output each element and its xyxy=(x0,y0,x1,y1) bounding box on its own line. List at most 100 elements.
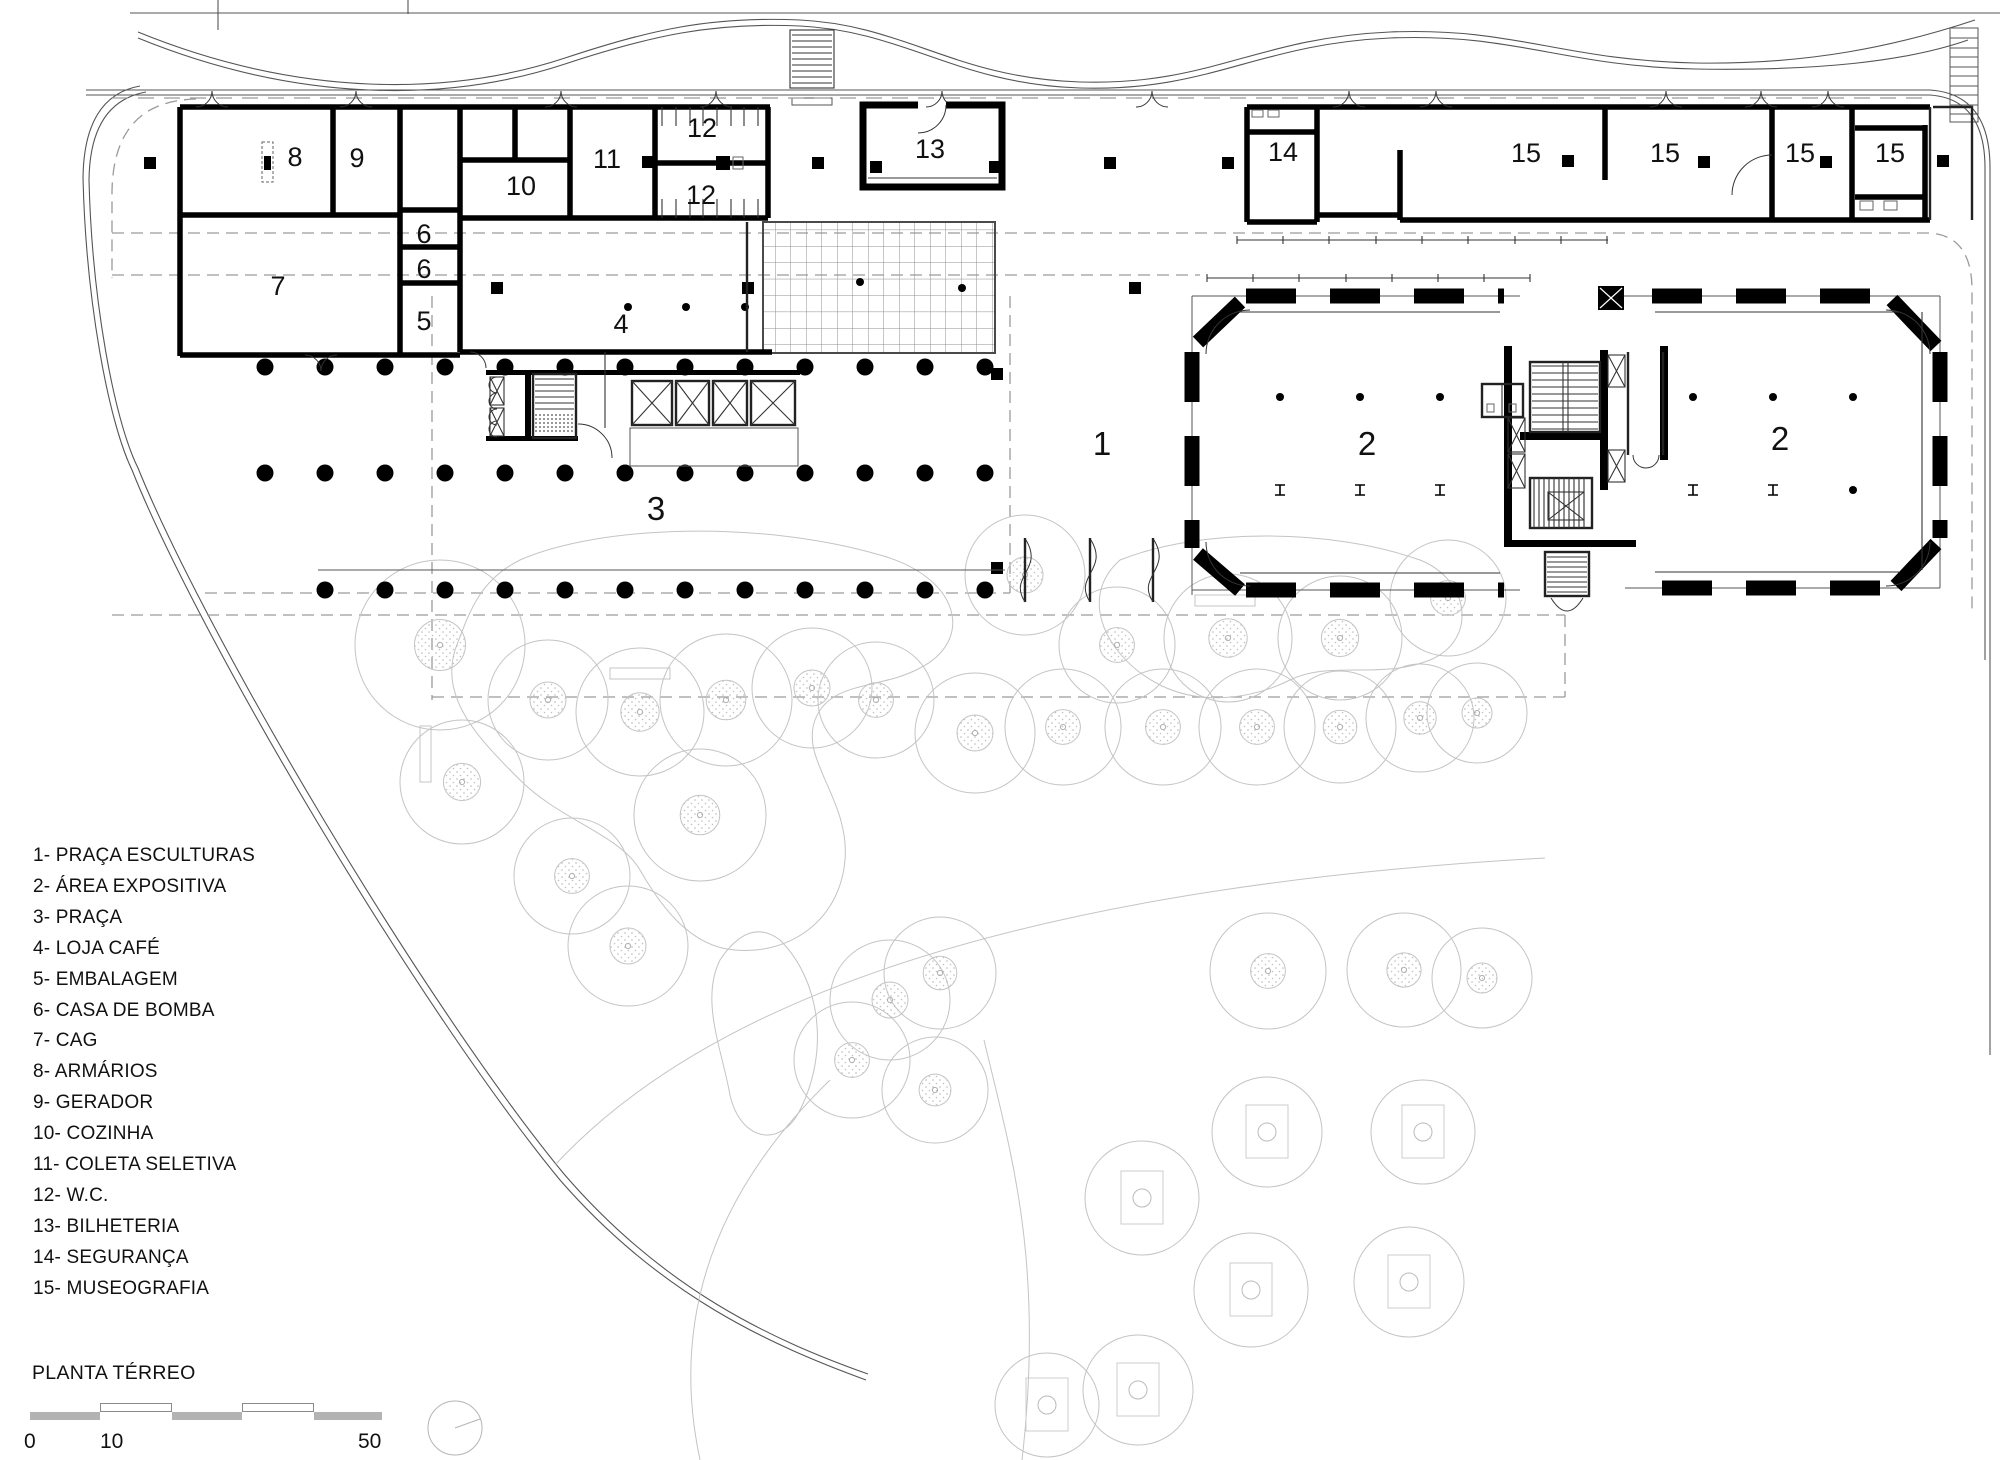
bench xyxy=(1194,594,1256,607)
column-dot xyxy=(316,358,334,376)
central-core xyxy=(1480,346,1668,612)
tree xyxy=(513,817,631,935)
column-dot xyxy=(496,464,514,482)
room-label: 9 xyxy=(349,143,364,173)
scale-segment xyxy=(314,1412,382,1420)
planting-bed-center xyxy=(711,931,818,1136)
legend-item: 9- GERADOR xyxy=(33,1092,154,1114)
planter-tree xyxy=(1193,1232,1309,1348)
tree xyxy=(1431,927,1533,1029)
column-square xyxy=(1222,157,1234,169)
planting-bed-right xyxy=(1098,535,1463,699)
legend-item: 1- PRAÇA ESCULTURAS xyxy=(33,845,256,866)
bench xyxy=(609,667,671,680)
scale-label: 10 xyxy=(100,1430,124,1453)
tree xyxy=(1004,668,1122,786)
room-label: 13 xyxy=(915,134,945,164)
legend-item: 15- MUSEOGRAFIA xyxy=(33,1277,210,1299)
column-dot-small xyxy=(1689,393,1697,401)
legend-item: 14- SEGURANÇA xyxy=(33,1246,189,1268)
room-label: 12 xyxy=(687,113,717,143)
curtain-wall-tracks xyxy=(1206,236,1608,282)
tree xyxy=(883,916,997,1030)
elevator-shafts-bank xyxy=(630,379,797,427)
path-curve-1 xyxy=(554,857,1546,1166)
furniture-fill xyxy=(264,156,271,170)
column-square xyxy=(991,368,1003,380)
site-boundary-right xyxy=(1929,89,1991,1055)
ibeam-column xyxy=(1435,484,1445,496)
column-dot xyxy=(376,464,394,482)
tree-layer xyxy=(354,514,1533,1458)
room-label: 1 xyxy=(1093,425,1111,462)
column-dot-small xyxy=(1849,393,1857,401)
wc-fixture xyxy=(716,156,730,170)
legend-item: 3- PRAÇA xyxy=(33,906,123,928)
column-dot xyxy=(376,358,394,376)
column-dot xyxy=(796,581,814,599)
entrance-door-arcs xyxy=(195,90,1845,372)
tree xyxy=(914,672,1036,794)
tree xyxy=(567,885,689,1007)
room-label: 7 xyxy=(270,271,285,301)
scale-segment xyxy=(172,1412,242,1420)
scale-label: 0 xyxy=(24,1430,36,1453)
room-label: 10 xyxy=(506,171,536,201)
column-dot-small xyxy=(856,278,864,286)
column-square xyxy=(870,161,882,173)
legend-item: 10- COZINHA xyxy=(33,1123,154,1145)
tree xyxy=(1058,586,1176,704)
column-square xyxy=(144,157,156,169)
tree xyxy=(659,633,793,767)
column-square xyxy=(642,156,654,168)
sidewalk-lines xyxy=(86,89,1930,96)
column-dot-small xyxy=(624,303,632,311)
column-dot xyxy=(676,581,694,599)
planter-tree xyxy=(994,1352,1100,1458)
bench xyxy=(419,725,432,783)
core-exterior-stair xyxy=(1543,550,1591,612)
canopy-wavy-line xyxy=(137,18,1976,86)
tree xyxy=(1426,662,1528,764)
column-dot xyxy=(256,464,274,482)
glazing-lines xyxy=(745,105,1974,352)
column-dot xyxy=(556,581,574,599)
site-boundary-left-inner xyxy=(88,91,869,1375)
ibeam-column xyxy=(1275,484,1285,496)
column-dot xyxy=(436,581,454,599)
column-dot xyxy=(616,581,634,599)
column-square xyxy=(991,562,1003,574)
column-dot xyxy=(916,464,934,482)
ibeam-column xyxy=(1688,484,1698,496)
path-curve-2 xyxy=(983,1039,1030,1460)
column-dot-small xyxy=(1276,393,1284,401)
tree xyxy=(1283,670,1397,784)
column-dot xyxy=(676,464,694,482)
scale-segment xyxy=(100,1403,172,1412)
column-dot xyxy=(976,464,994,482)
tree xyxy=(487,639,609,761)
legend-item: 5- EMBALAGEM xyxy=(33,968,178,990)
scale-segment xyxy=(30,1412,100,1420)
column-dot xyxy=(436,464,454,482)
tree xyxy=(1389,539,1507,657)
legend-item: 2- ÁREA EXPOSITIVA xyxy=(33,875,227,897)
room-label: 12 xyxy=(686,180,716,210)
scale-segment xyxy=(242,1403,314,1412)
room-label: 2 xyxy=(1771,420,1789,457)
tree xyxy=(575,647,705,777)
column-dot xyxy=(796,464,814,482)
column-dot xyxy=(856,464,874,482)
column-square xyxy=(1129,282,1141,294)
room-label: 14 xyxy=(1268,137,1298,167)
column-dot-small xyxy=(958,284,966,292)
revolving-doors xyxy=(1019,538,1160,603)
room-label: 6 xyxy=(416,254,431,284)
elevator-bank xyxy=(486,352,800,467)
wc-stalls xyxy=(661,107,759,218)
legend-item: 7- CAG xyxy=(33,1030,98,1052)
column-dot xyxy=(376,581,394,599)
tree xyxy=(1163,573,1293,703)
room-label: 5 xyxy=(416,306,431,336)
